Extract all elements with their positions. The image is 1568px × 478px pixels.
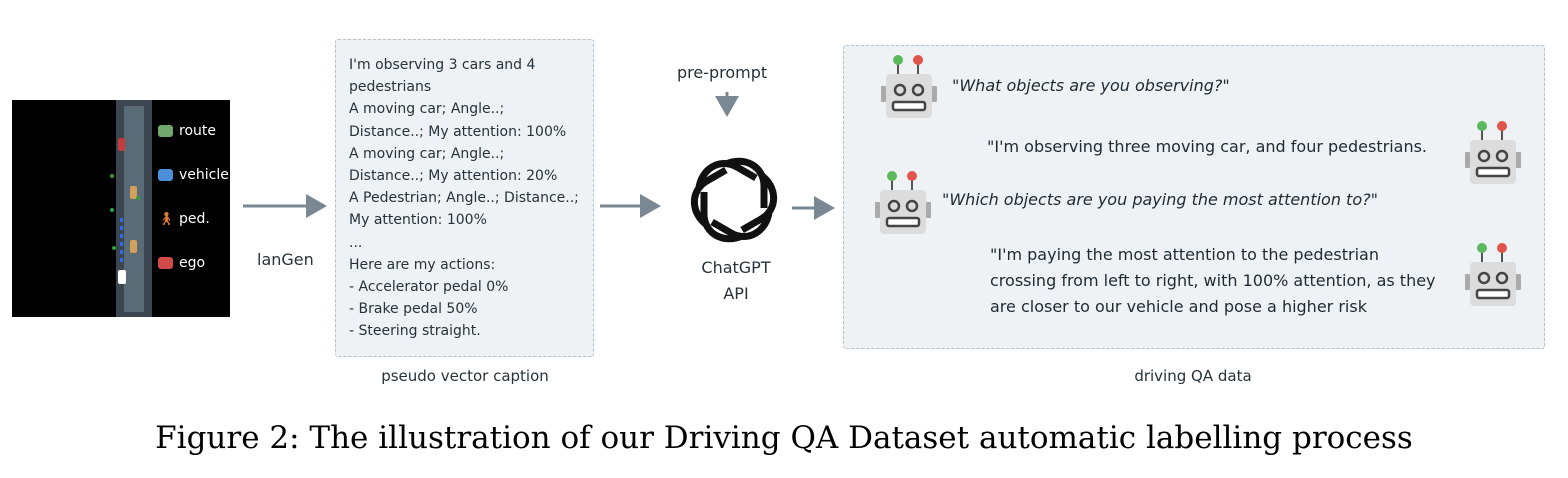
caption-line: pedestrians bbox=[349, 79, 432, 96]
legend-route-label: route bbox=[179, 123, 216, 139]
caption-line: - Steering straight. bbox=[349, 323, 481, 340]
vehicle-orange-2 bbox=[130, 240, 137, 253]
robot-icon bbox=[1462, 240, 1524, 312]
car-icon bbox=[158, 169, 173, 181]
route-icon bbox=[158, 125, 173, 137]
ego-vehicle bbox=[118, 270, 126, 284]
route-mark bbox=[120, 226, 123, 230]
question-1: "What objects are you observing?" bbox=[952, 76, 1230, 95]
robot-icon bbox=[878, 52, 940, 124]
route-mark bbox=[120, 250, 123, 254]
caption-line: - Brake pedal 50% bbox=[349, 301, 478, 318]
robot-icon bbox=[1462, 118, 1524, 190]
vehicle-orange-1 bbox=[130, 186, 137, 199]
answer-2-line-2: crossing from left to right, with 100% a… bbox=[990, 271, 1436, 290]
openai-logo-icon bbox=[684, 150, 784, 250]
legend-vehicle-label: vehicle bbox=[179, 167, 229, 183]
pedestrian-dot bbox=[112, 246, 116, 250]
pedestrian-dot bbox=[110, 174, 114, 178]
question-2: "Which objects are you paying the most a… bbox=[942, 190, 1378, 209]
caption-line: I'm observing 3 cars and 4 bbox=[349, 57, 536, 73]
caption-line: My attention: 100% bbox=[349, 212, 487, 229]
legend-ego: ego bbox=[158, 255, 205, 271]
chatgpt-label-1: ChatGPT bbox=[701, 258, 771, 277]
caption-line: A moving car; Angle..; bbox=[349, 145, 505, 162]
caption-lines: I'm observing 3 cars and 4 pedestrians A m… bbox=[349, 54, 579, 343]
pedestrian-dot bbox=[110, 208, 114, 212]
caption-line: Here are my actions: bbox=[349, 256, 496, 273]
caption-line: Distance..; My attention: 20% bbox=[349, 168, 558, 185]
pedestrian-dot bbox=[136, 196, 140, 200]
legend-ped-label: ped. bbox=[179, 211, 210, 227]
answer-2-line-1: "I'm paying the most attention to the pe… bbox=[990, 245, 1379, 264]
langen-label: lanGen bbox=[257, 250, 314, 269]
red-car-icon bbox=[158, 257, 173, 269]
caption-line: A Pedestrian; Angle..; Distance..; bbox=[349, 190, 579, 207]
figure-caption: Figure 2: The illustration of our Drivin… bbox=[155, 420, 1413, 456]
vehicle-red bbox=[118, 138, 125, 151]
route-mark bbox=[120, 234, 123, 238]
qa-box bbox=[843, 45, 1545, 349]
answer-2-line-3: are closer to our vehicle and pose a hig… bbox=[990, 297, 1367, 316]
legend-route: route bbox=[158, 123, 216, 139]
chatgpt-label-2: API bbox=[723, 284, 749, 303]
pseudo-caption-label: pseudo vector caption bbox=[381, 367, 549, 385]
route-mark bbox=[120, 258, 123, 262]
robot-icon bbox=[872, 168, 934, 240]
legend-vehicle: vehicle bbox=[158, 167, 229, 183]
driving-qa-label: driving QA data bbox=[1134, 367, 1252, 385]
route-mark bbox=[120, 218, 123, 222]
lane bbox=[124, 106, 144, 312]
caption-line: A moving car; Angle..; bbox=[349, 101, 505, 118]
preprompt-label: pre-prompt bbox=[677, 63, 768, 82]
caption-line: Distance..; My attention: 100% bbox=[349, 123, 567, 140]
legend-pedestrian: 🚶︎ ped. bbox=[158, 211, 210, 227]
legend-ego-label: ego bbox=[179, 255, 206, 271]
pedestrian-icon: 🚶︎ bbox=[158, 211, 175, 227]
pseudo-caption-box bbox=[335, 39, 594, 357]
answer-1: "I'm observing three moving car, and fou… bbox=[987, 137, 1427, 156]
caption-line: - Accelerator pedal 0% bbox=[349, 279, 509, 296]
driving-map-image: route vehicle 🚶︎ ped. ego bbox=[12, 100, 230, 317]
caption-line: ... bbox=[349, 234, 363, 251]
route-mark bbox=[120, 242, 123, 246]
